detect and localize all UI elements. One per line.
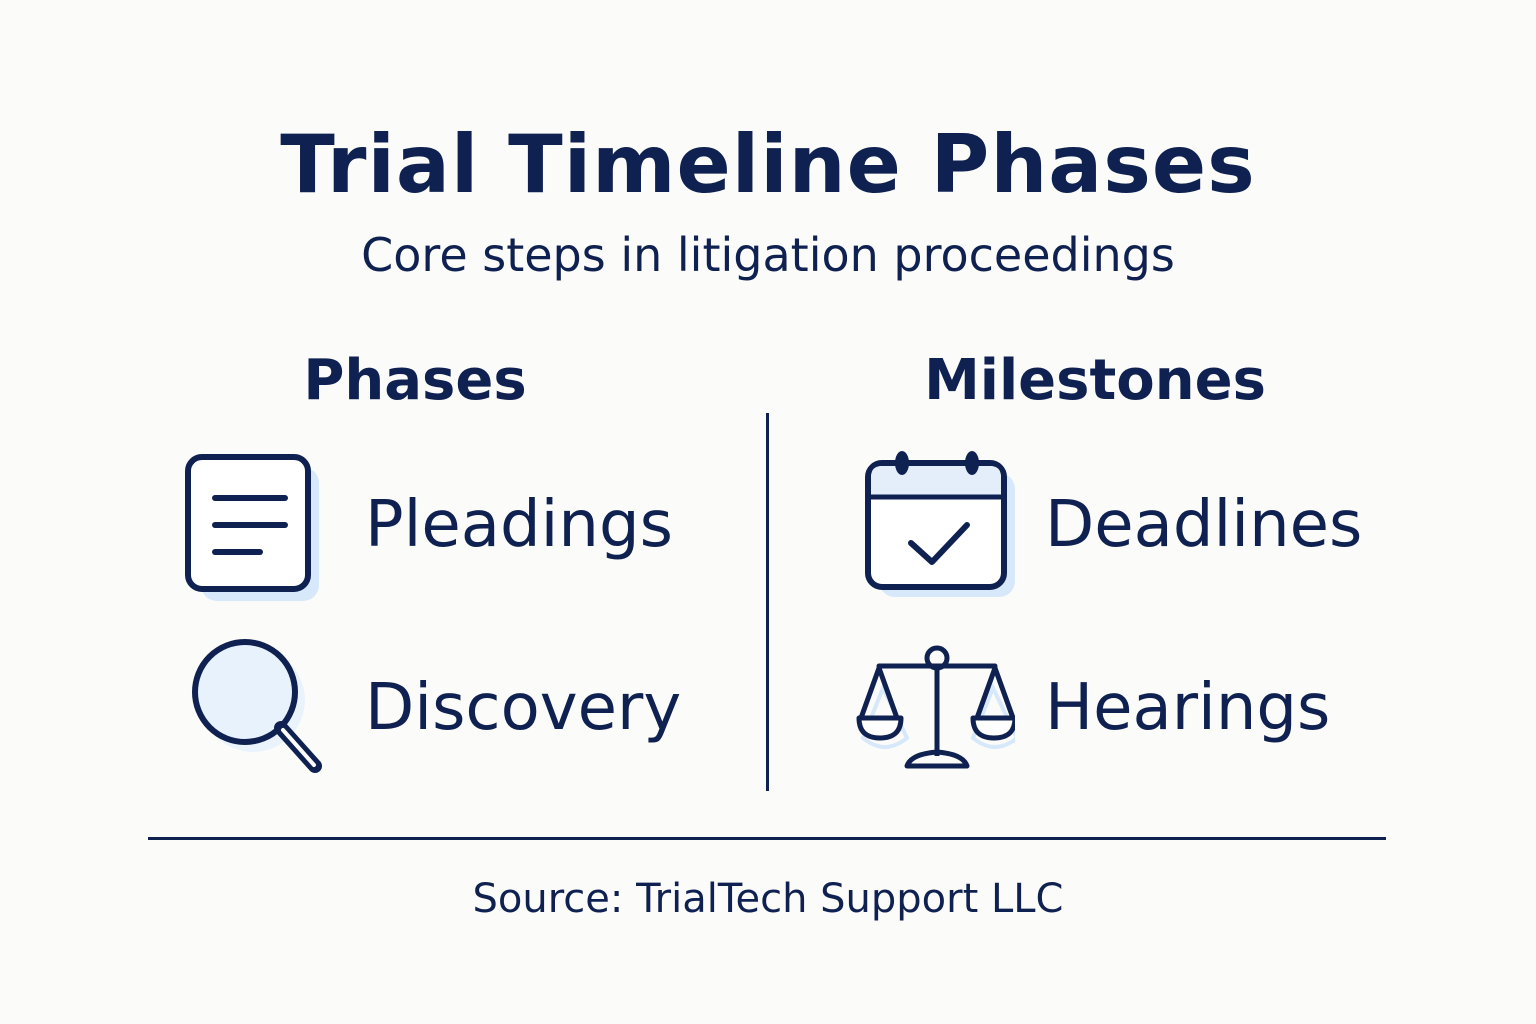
- document-icon: [175, 445, 335, 605]
- phase-label: Pleadings: [365, 488, 673, 562]
- column-divider: [766, 413, 769, 791]
- phase-item-pleadings: Pleadings: [175, 445, 673, 605]
- page-subtitle: Core steps in litigation proceedings: [361, 228, 1175, 282]
- page-title: Trial Timeline Phases: [280, 118, 1256, 211]
- milestone-label: Deadlines: [1045, 488, 1363, 562]
- scales-of-justice-icon: [855, 628, 1020, 788]
- magnifying-glass-icon: [175, 628, 335, 788]
- footer-divider: [148, 837, 1386, 840]
- phase-item-discovery: Discovery: [175, 628, 681, 788]
- milestone-item-deadlines: Deadlines: [855, 445, 1362, 605]
- calendar-check-icon: [855, 445, 1015, 605]
- milestones-heading: Milestones: [924, 348, 1266, 413]
- milestone-label: Hearings: [1045, 671, 1331, 745]
- milestone-item-hearings: Hearings: [855, 628, 1330, 788]
- phases-heading: Phases: [303, 348, 527, 413]
- source-credit: Source: TrialTech Support LLC: [472, 876, 1064, 922]
- phase-label: Discovery: [365, 671, 682, 745]
